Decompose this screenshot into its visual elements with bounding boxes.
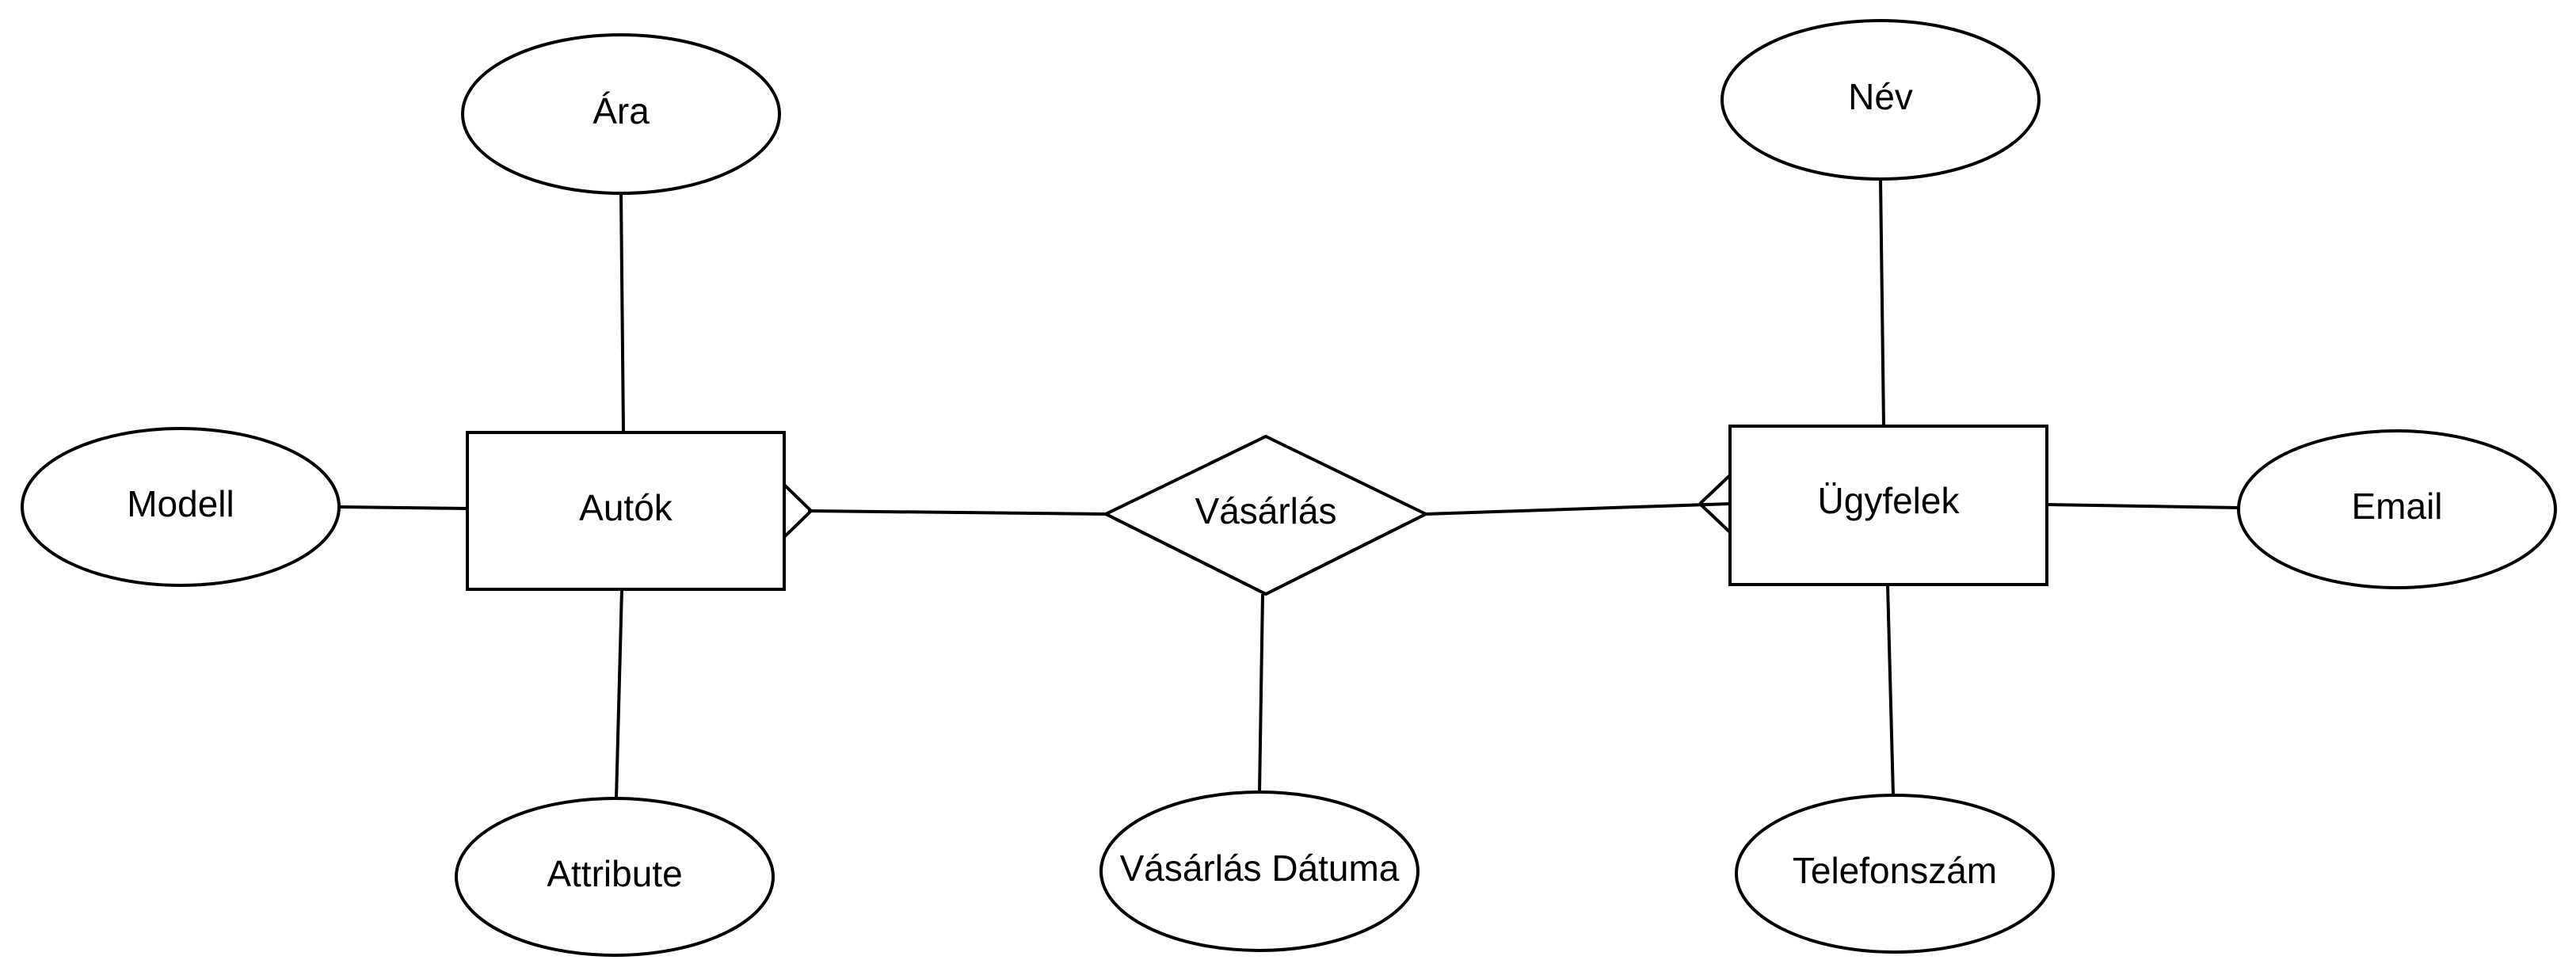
- attribute-telefonszam-label: Telefonszám: [1793, 850, 1997, 891]
- entity-ugyfelek[interactable]: Ügyfelek: [1728, 425, 2048, 586]
- connectors: [338, 178, 2239, 799]
- relationship-vasarlas[interactable]: Vásárlás: [1102, 434, 1430, 596]
- connector-vasarlas-ugyfelek: [1425, 502, 1731, 516]
- attribute-modell-label: Modell: [127, 483, 234, 524]
- entity-autok-label: Autók: [579, 487, 673, 528]
- attribute-vasarlas-datuma-label: Vásárlás Dátuma: [1120, 848, 1400, 889]
- attribute-email-label: Email: [2351, 486, 2442, 527]
- attribute-modell[interactable]: Modell: [21, 427, 341, 587]
- attribute-attribute[interactable]: Attribute: [455, 797, 775, 957]
- attribute-ara[interactable]: Ára: [461, 33, 781, 195]
- connector-ugyfelek-telefonszam: [1886, 584, 1895, 796]
- connector-vasarlas-datum: [1258, 593, 1264, 793]
- connector-nev-ugyfelek: [1879, 178, 1885, 427]
- attribute-vasarlas-datuma[interactable]: Vásárlás Dátuma: [1099, 790, 1419, 952]
- connector-autok-vasarlas: [807, 509, 1107, 516]
- crows-foot-ugyfelek-marker: [1698, 474, 1732, 534]
- connector-modell-autok: [338, 505, 468, 510]
- connector-ara-autok: [619, 192, 625, 433]
- attribute-nev[interactable]: Név: [1721, 19, 2041, 181]
- crows-foot-autok-marker: [783, 483, 813, 539]
- connector-autok-attribute: [615, 589, 623, 799]
- relationship-vasarlas-label: Vásárlás: [1195, 490, 1337, 531]
- attribute-ara-label: Ára: [593, 90, 650, 131]
- attribute-telefonszam[interactable]: Telefonszám: [1735, 794, 2055, 954]
- connector-ugyfelek-email: [2044, 503, 2239, 509]
- attribute-attribute-label: Attribute: [547, 853, 682, 894]
- attribute-email[interactable]: Email: [2237, 429, 2557, 589]
- attribute-nev-label: Név: [1848, 76, 1913, 117]
- entity-ugyfelek-label: Ügyfelek: [1818, 480, 1961, 521]
- entity-autok[interactable]: Autók: [466, 431, 786, 591]
